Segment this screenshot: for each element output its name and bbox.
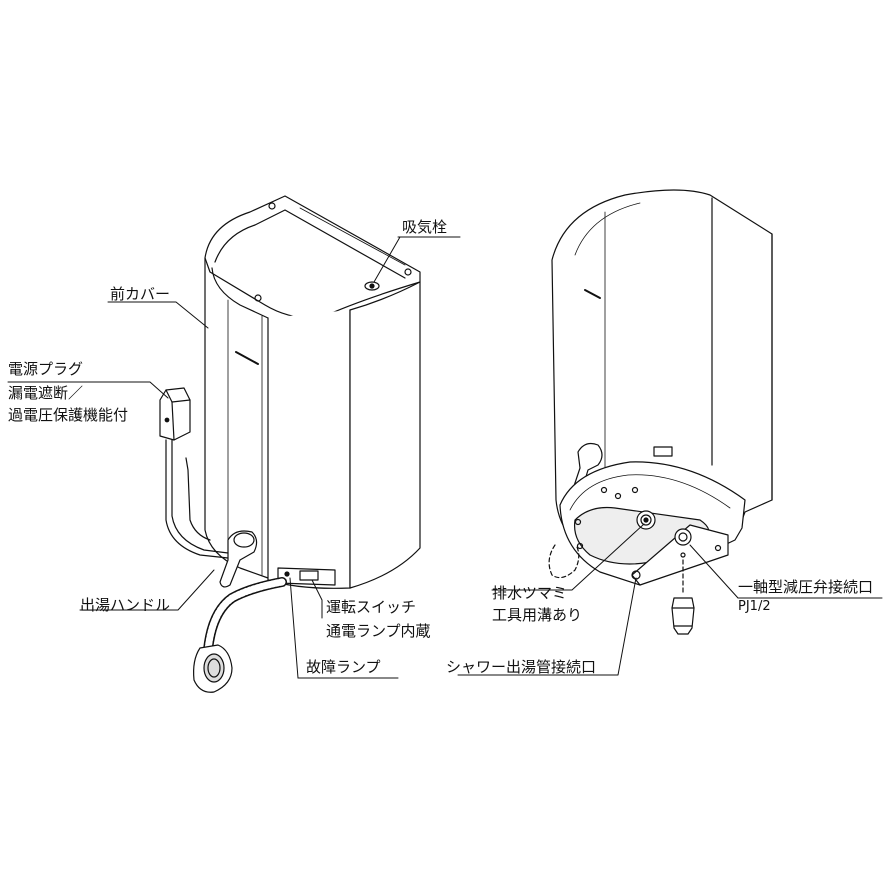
label-fault-lamp: 故障ランプ — [306, 658, 381, 676]
label-pj: PJ1/2 — [738, 599, 771, 614]
label-drain-knob: 排水ツマミ — [492, 584, 568, 602]
leader-lines — [7, 236, 883, 679]
label-front-cover: 前カバー — [110, 285, 171, 303]
label-power-lamp: 通電ランプ内蔵 — [326, 622, 431, 640]
label-tool-groove: 工具用溝あり — [492, 606, 583, 624]
left-unit — [159, 195, 421, 693]
label-run-switch: 運転スイッチ — [326, 598, 417, 616]
label-outlet-handle: 出湯ハンドル — [80, 596, 171, 614]
label-leak-breaker: 漏電遮断／ — [8, 384, 84, 402]
label-reducing-valve: 一軸型減圧弁接続口 — [738, 578, 874, 596]
right-unit — [548, 189, 773, 635]
label-intake-plug: 吸気栓 — [402, 218, 448, 236]
label-shower-outlet: シャワー出湯管接続口 — [446, 658, 597, 676]
label-overvoltage: 過電圧保護機能付 — [8, 406, 129, 424]
label-power-plug: 電源プラグ — [8, 360, 84, 378]
